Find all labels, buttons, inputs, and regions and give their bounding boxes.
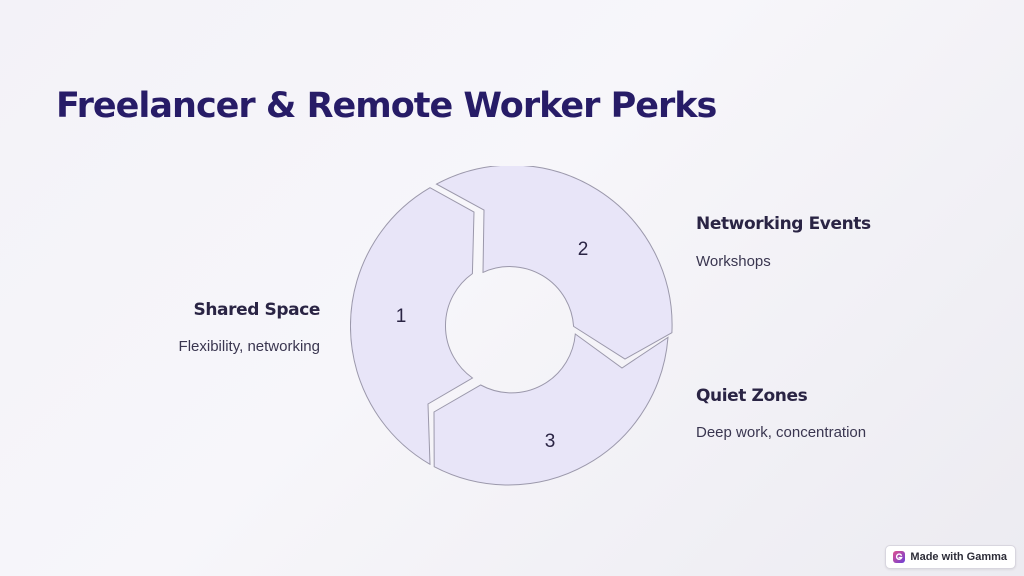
cycle-segment-2: [435, 166, 673, 360]
item-description-quiet-zones: Deep work, concentration: [696, 424, 867, 441]
item-description-shared-space: Flexibility, networking: [178, 338, 320, 355]
slide-title: Freelancer & Remote Worker Perks: [56, 86, 717, 126]
segment-3-number: 3: [545, 431, 556, 452]
cycle-segment-1: [350, 187, 475, 466]
made-with-gamma-badge[interactable]: Made with Gamma: [885, 545, 1016, 569]
badge-label: Made with Gamma: [910, 551, 1007, 563]
item-description-networking-events: Workshops: [696, 253, 771, 270]
cycle-segment-3: [433, 333, 669, 486]
segment-1-number: 1: [396, 306, 407, 327]
segment-2-number: 2: [578, 239, 589, 260]
cycle-diagram: 1 2 3: [350, 166, 674, 490]
cycle-diagram-svg: 1 2 3: [350, 166, 673, 486]
item-heading-quiet-zones: Quiet Zones: [696, 386, 808, 406]
item-heading-shared-space: Shared Space: [193, 300, 320, 320]
item-heading-networking-events: Networking Events: [696, 214, 871, 234]
gamma-logo-icon: [893, 551, 906, 563]
